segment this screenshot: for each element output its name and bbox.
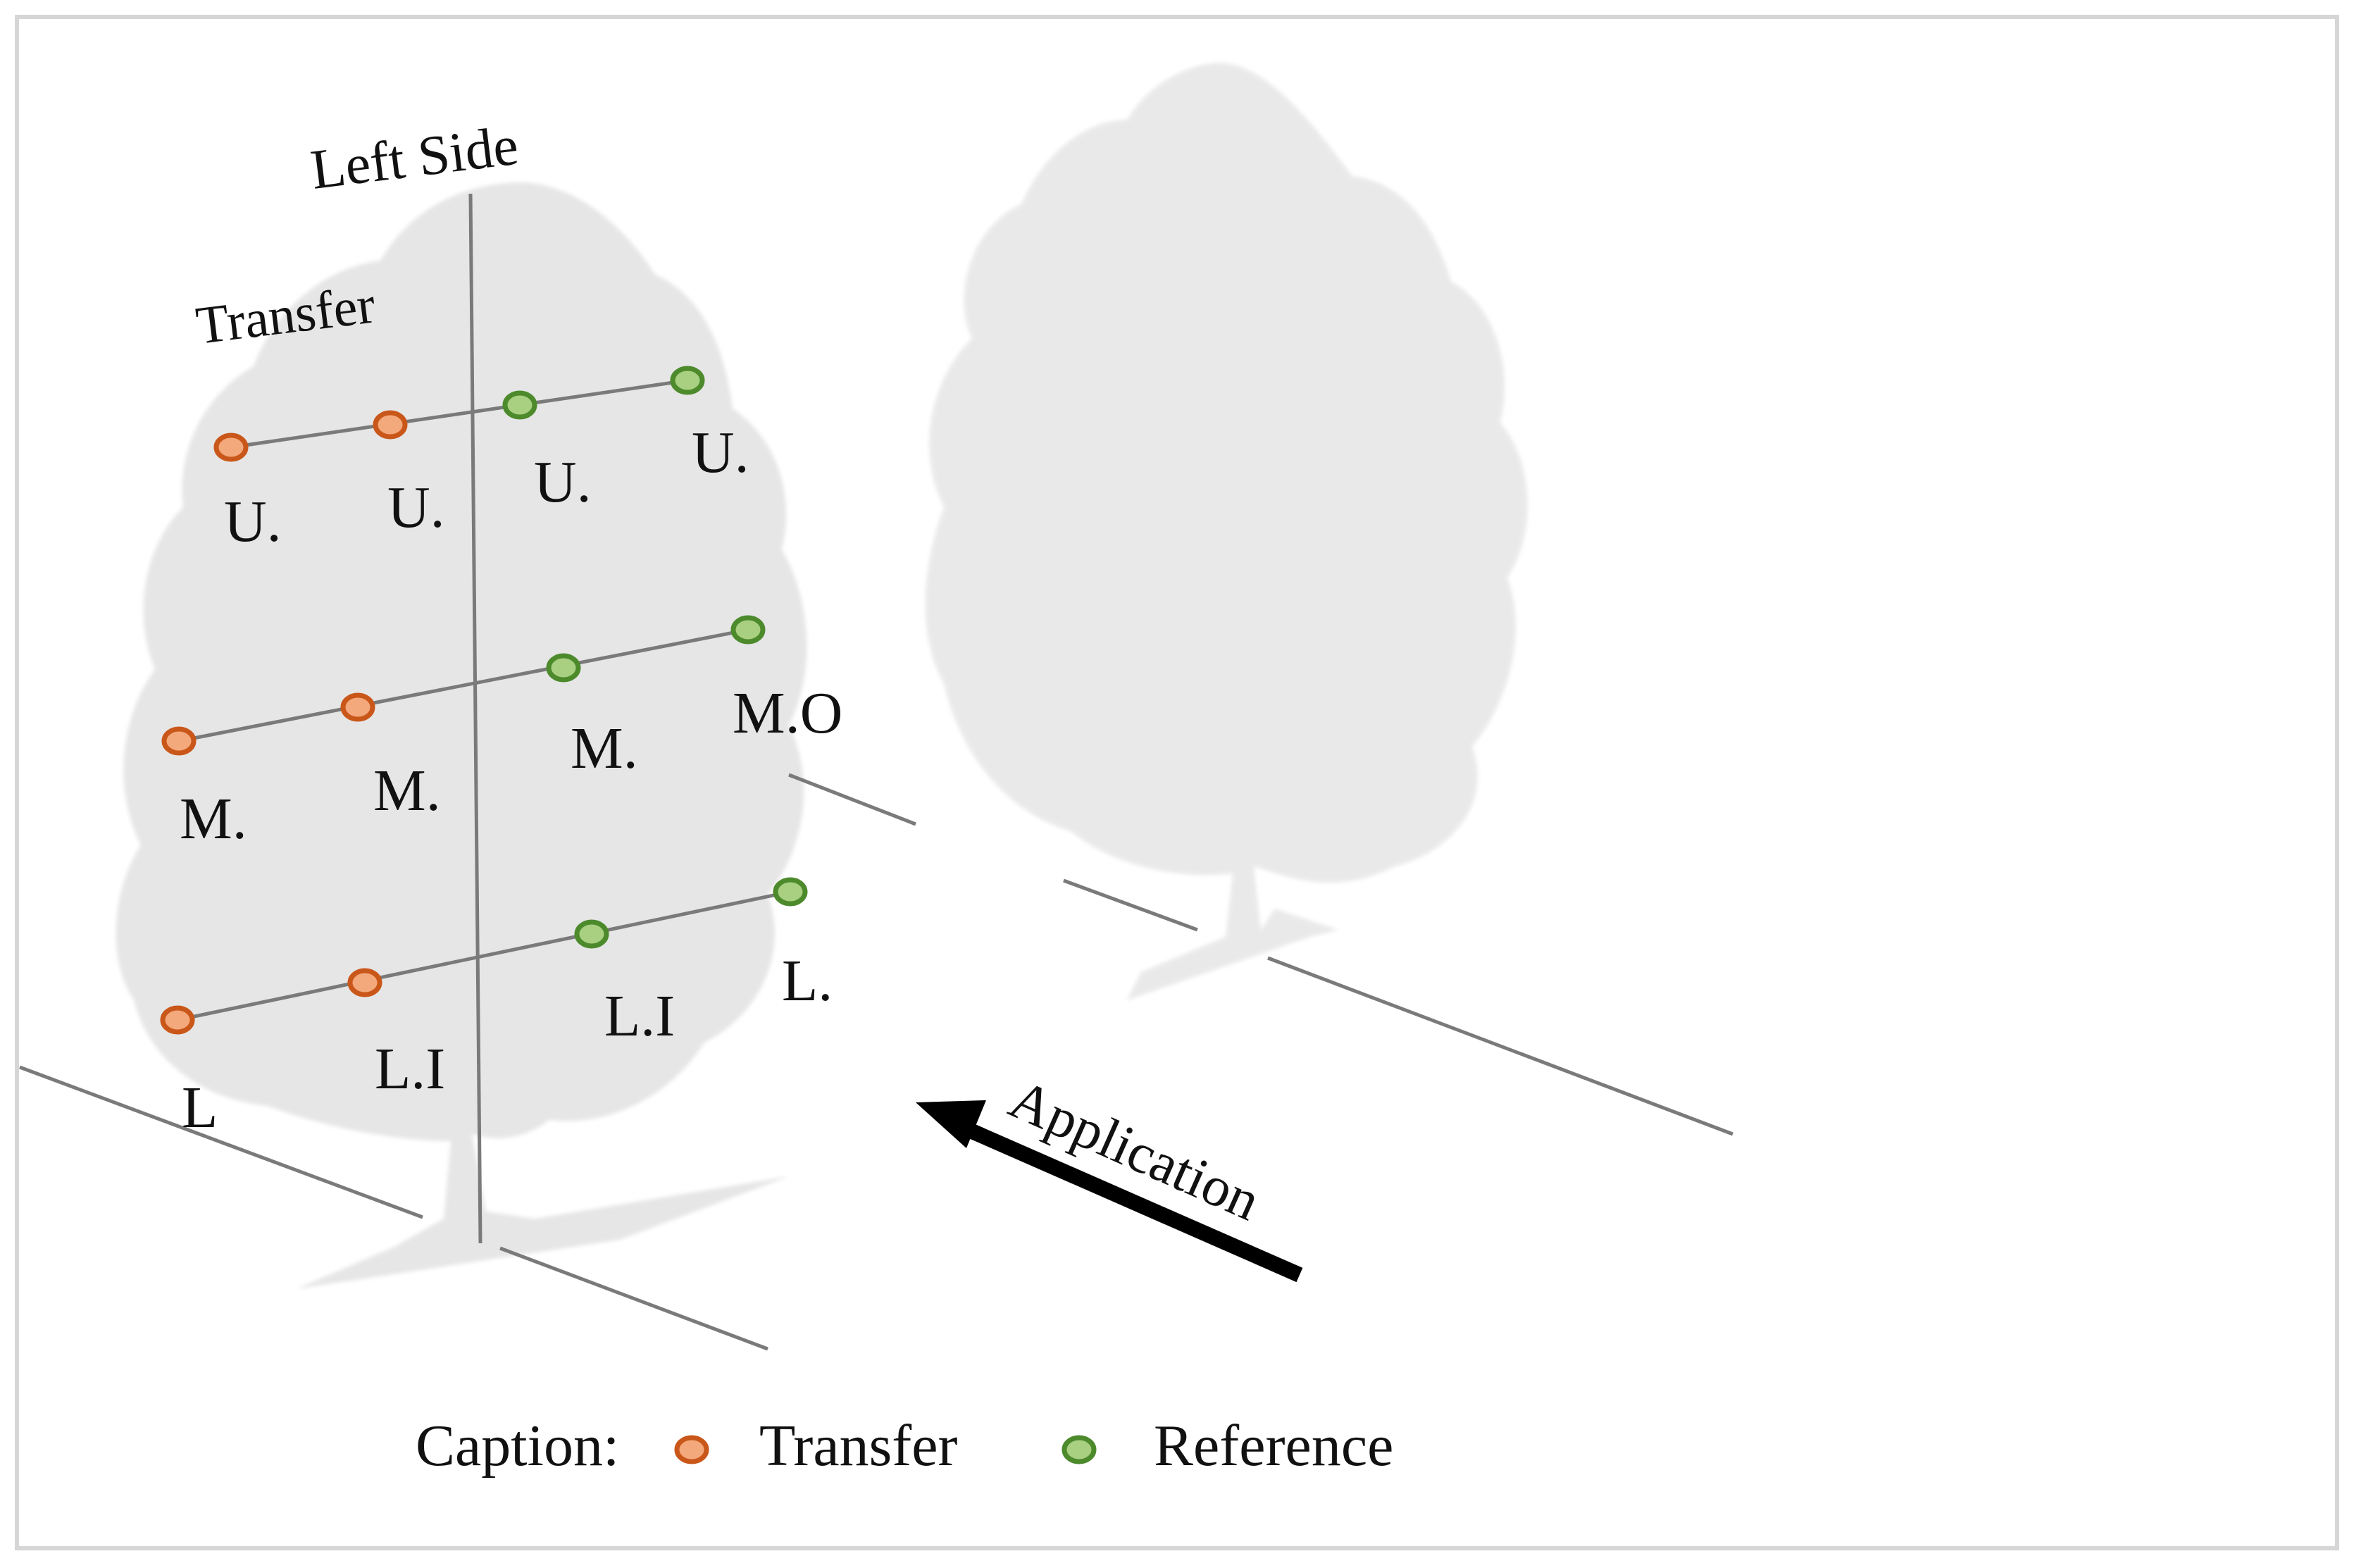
row-line-upper bbox=[230, 378, 688, 449]
transfer-marker-icon bbox=[674, 1435, 709, 1464]
ground-lines bbox=[19, 773, 1733, 1351]
transfer-point-middle-2 bbox=[340, 692, 375, 722]
point-label-lower-3: L.I bbox=[604, 983, 675, 1049]
transfer-point-upper-2 bbox=[373, 410, 408, 440]
caption-transfer: Transfer bbox=[759, 1413, 958, 1479]
reference-point-upper-4 bbox=[670, 366, 705, 395]
reference-marker-icon bbox=[1061, 1435, 1097, 1464]
point-label-upper-2: U. bbox=[387, 475, 445, 540]
point-label-lower-1: L bbox=[182, 1075, 218, 1140]
row-line-middle bbox=[178, 628, 749, 743]
caption-title: Caption: bbox=[416, 1413, 619, 1479]
point-label-lower-2: L.I bbox=[375, 1036, 445, 1102]
reference-point-lower-3 bbox=[574, 919, 609, 949]
point-label-middle-2: M. bbox=[373, 758, 441, 823]
row-line-lower bbox=[177, 890, 791, 1022]
reference-point-middle-3 bbox=[546, 653, 581, 683]
vertical-axis bbox=[468, 193, 482, 1244]
transfer-point-middle-1 bbox=[161, 726, 197, 756]
arrow-head bbox=[916, 1100, 986, 1148]
caption-legend: Caption: Transfer Reference bbox=[416, 1413, 1393, 1479]
arrow-icon bbox=[969, 1124, 1303, 1283]
transfer-point-lower-2 bbox=[347, 968, 382, 997]
tree-illustration-icon-right bbox=[925, 63, 1528, 1001]
tree-illustration-icon-left bbox=[116, 182, 807, 1289]
reference-point-middle-4 bbox=[730, 615, 766, 645]
reference-point-lower-4 bbox=[773, 877, 808, 907]
point-label-lower-4: L. bbox=[782, 948, 833, 1014]
sampling-rows: U. U. U. U. M. M. M. M.O L L.I L.I L. bbox=[160, 366, 842, 1140]
point-label-middle-3: M. bbox=[571, 716, 638, 781]
point-label-middle-1: M. bbox=[180, 786, 247, 852]
transfer-point-upper-1 bbox=[213, 433, 249, 462]
point-label-upper-4: U. bbox=[692, 420, 749, 485]
point-label-middle-4: M.O bbox=[733, 680, 842, 746]
caption-reference: Reference bbox=[1154, 1413, 1393, 1479]
point-label-upper-3: U. bbox=[534, 449, 592, 515]
transfer-point-lower-1 bbox=[160, 1005, 195, 1035]
point-label-upper-1: U. bbox=[224, 489, 282, 554]
reference-point-upper-3 bbox=[502, 390, 537, 420]
